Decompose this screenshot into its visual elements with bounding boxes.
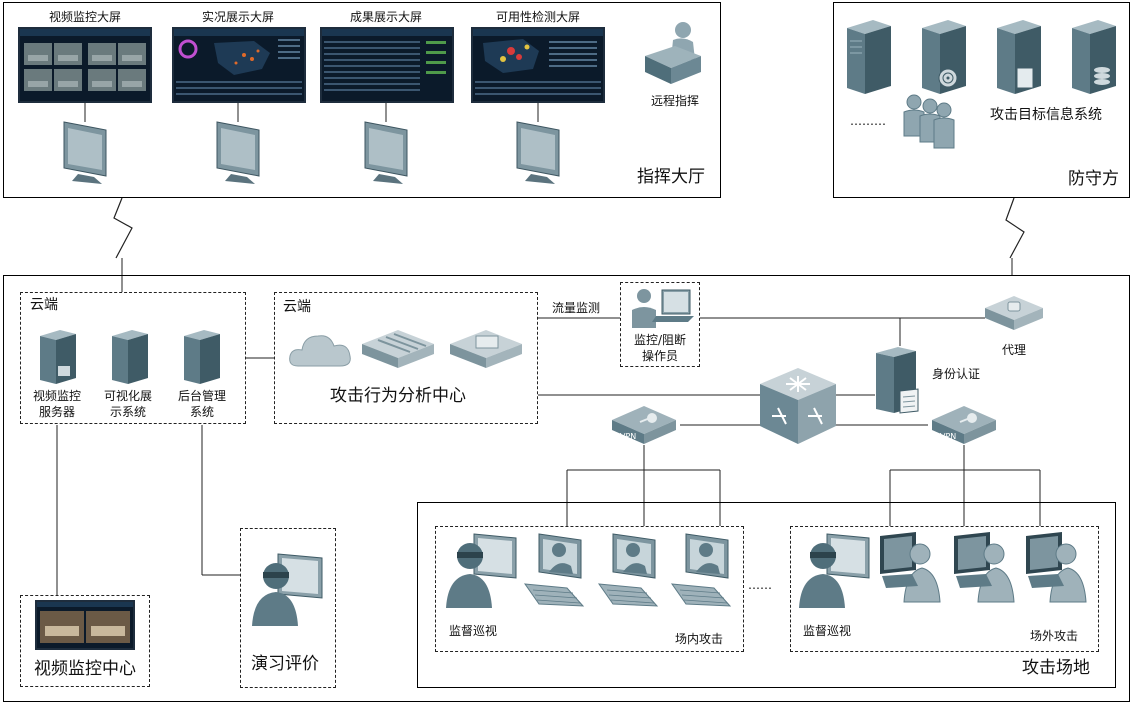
evaluation-group — [240, 528, 336, 688]
main-network-panel — [3, 275, 1130, 702]
monitor-icon — [216, 121, 260, 184]
attack-site-title: 攻击场地 — [1022, 658, 1090, 678]
video-server-label: 视频监控 服务器 — [33, 388, 81, 420]
traffic-monitor-label: 流量监测 — [552, 301, 601, 315]
operator-laptop-icon — [632, 289, 694, 328]
supervisor-icon — [446, 533, 517, 608]
cloud-center-group — [274, 292, 538, 424]
cloud-left-title: 云端 — [30, 297, 58, 313]
attacker-workstation-icon — [670, 533, 732, 607]
visualization-server-label: 可视化展 示系统 — [104, 388, 152, 420]
command-hall-title: 指挥大厅 — [637, 167, 705, 187]
proxy-label: 代理 — [1001, 343, 1027, 357]
remote-command-label: 远程指挥 — [651, 94, 700, 108]
server-target-icon — [922, 20, 966, 94]
outer-attack-label: 场外攻击 — [1030, 629, 1079, 643]
screen-label: 实况展示大屏 — [201, 10, 275, 24]
cloud-center-title: 云端 — [283, 299, 311, 315]
monitor-icon — [63, 121, 107, 184]
label-line: 后台管理 系统 — [177, 389, 227, 419]
attacker-workstation-icon — [523, 533, 585, 607]
auth-label: 身份认证 — [932, 367, 981, 381]
server-doc-icon — [997, 20, 1041, 94]
video-center-group — [20, 595, 150, 687]
visualization-server-icon — [112, 330, 148, 384]
backend-server-icon — [184, 330, 220, 384]
attack-site-panel — [417, 502, 1116, 688]
auth-server-icon — [876, 347, 919, 414]
video-server-icon — [40, 330, 76, 384]
remote-attacker-icon — [880, 532, 941, 603]
groups-ellipsis: …… — [748, 578, 772, 592]
cloud-left-group — [20, 292, 246, 424]
core-switch-icon — [760, 368, 836, 444]
remote-attacker-icon — [1026, 532, 1087, 603]
label-line: 监控/阻断 操作员 — [633, 333, 687, 363]
remote-attacker-icon — [954, 532, 1015, 603]
video-center-screen — [35, 600, 135, 650]
remote-command-desk-icon — [645, 22, 701, 84]
outer-supervise-label: 监督巡视 — [803, 624, 852, 638]
command-hall-panel — [3, 2, 721, 198]
analysis-center-label: 攻击行为分析中心 — [330, 386, 466, 406]
inner-attack-group — [435, 526, 744, 652]
screen-label: 可用性检测大屏 — [495, 10, 581, 24]
inner-attack-label: 场内攻击 — [675, 632, 724, 646]
inner-supervise-label: 监督巡视 — [449, 624, 498, 638]
defender-ellipsis: ……… — [850, 114, 886, 128]
screen-label: 成果展示大屏 — [349, 10, 423, 24]
operator-group — [620, 282, 700, 367]
vpn-right-label: VPN — [940, 432, 957, 441]
defender-panel — [833, 2, 1130, 198]
cloud-icon — [289, 335, 351, 367]
outer-attack-group — [790, 526, 1099, 652]
screen-label: 视频监控大屏 — [48, 10, 122, 24]
evaluator-workstation-icon — [252, 553, 323, 626]
attacker-workstation-icon — [597, 533, 659, 607]
supervisor-icon — [799, 533, 870, 608]
backend-server-label: 后台管理 系统 — [178, 388, 226, 420]
vpn-right-icon — [932, 406, 996, 444]
label-line: 可视化展 示系统 — [103, 389, 153, 419]
target-system-label: 攻击目标信息系统 — [990, 107, 1102, 123]
vpn-left-icon — [612, 406, 676, 444]
operator-label: 监控/阻断 操作员 — [634, 332, 686, 364]
evaluation-label: 演习评价 — [251, 654, 319, 674]
vpn-left-label: VPN — [620, 432, 637, 441]
label-line: 视频监控 服务器 — [32, 389, 82, 419]
users-group-icon — [903, 94, 955, 149]
analyzer-device-icon — [450, 330, 522, 368]
defender-title: 防守方 — [1068, 169, 1119, 189]
monitor-icon — [364, 121, 408, 184]
firewall-icon — [362, 330, 434, 368]
video-center-label: 视频监控中心 — [34, 659, 136, 679]
proxy-router-icon — [985, 296, 1043, 330]
server-database-icon — [1072, 20, 1116, 94]
monitor-icon — [516, 121, 560, 184]
server-icon — [847, 20, 891, 94]
